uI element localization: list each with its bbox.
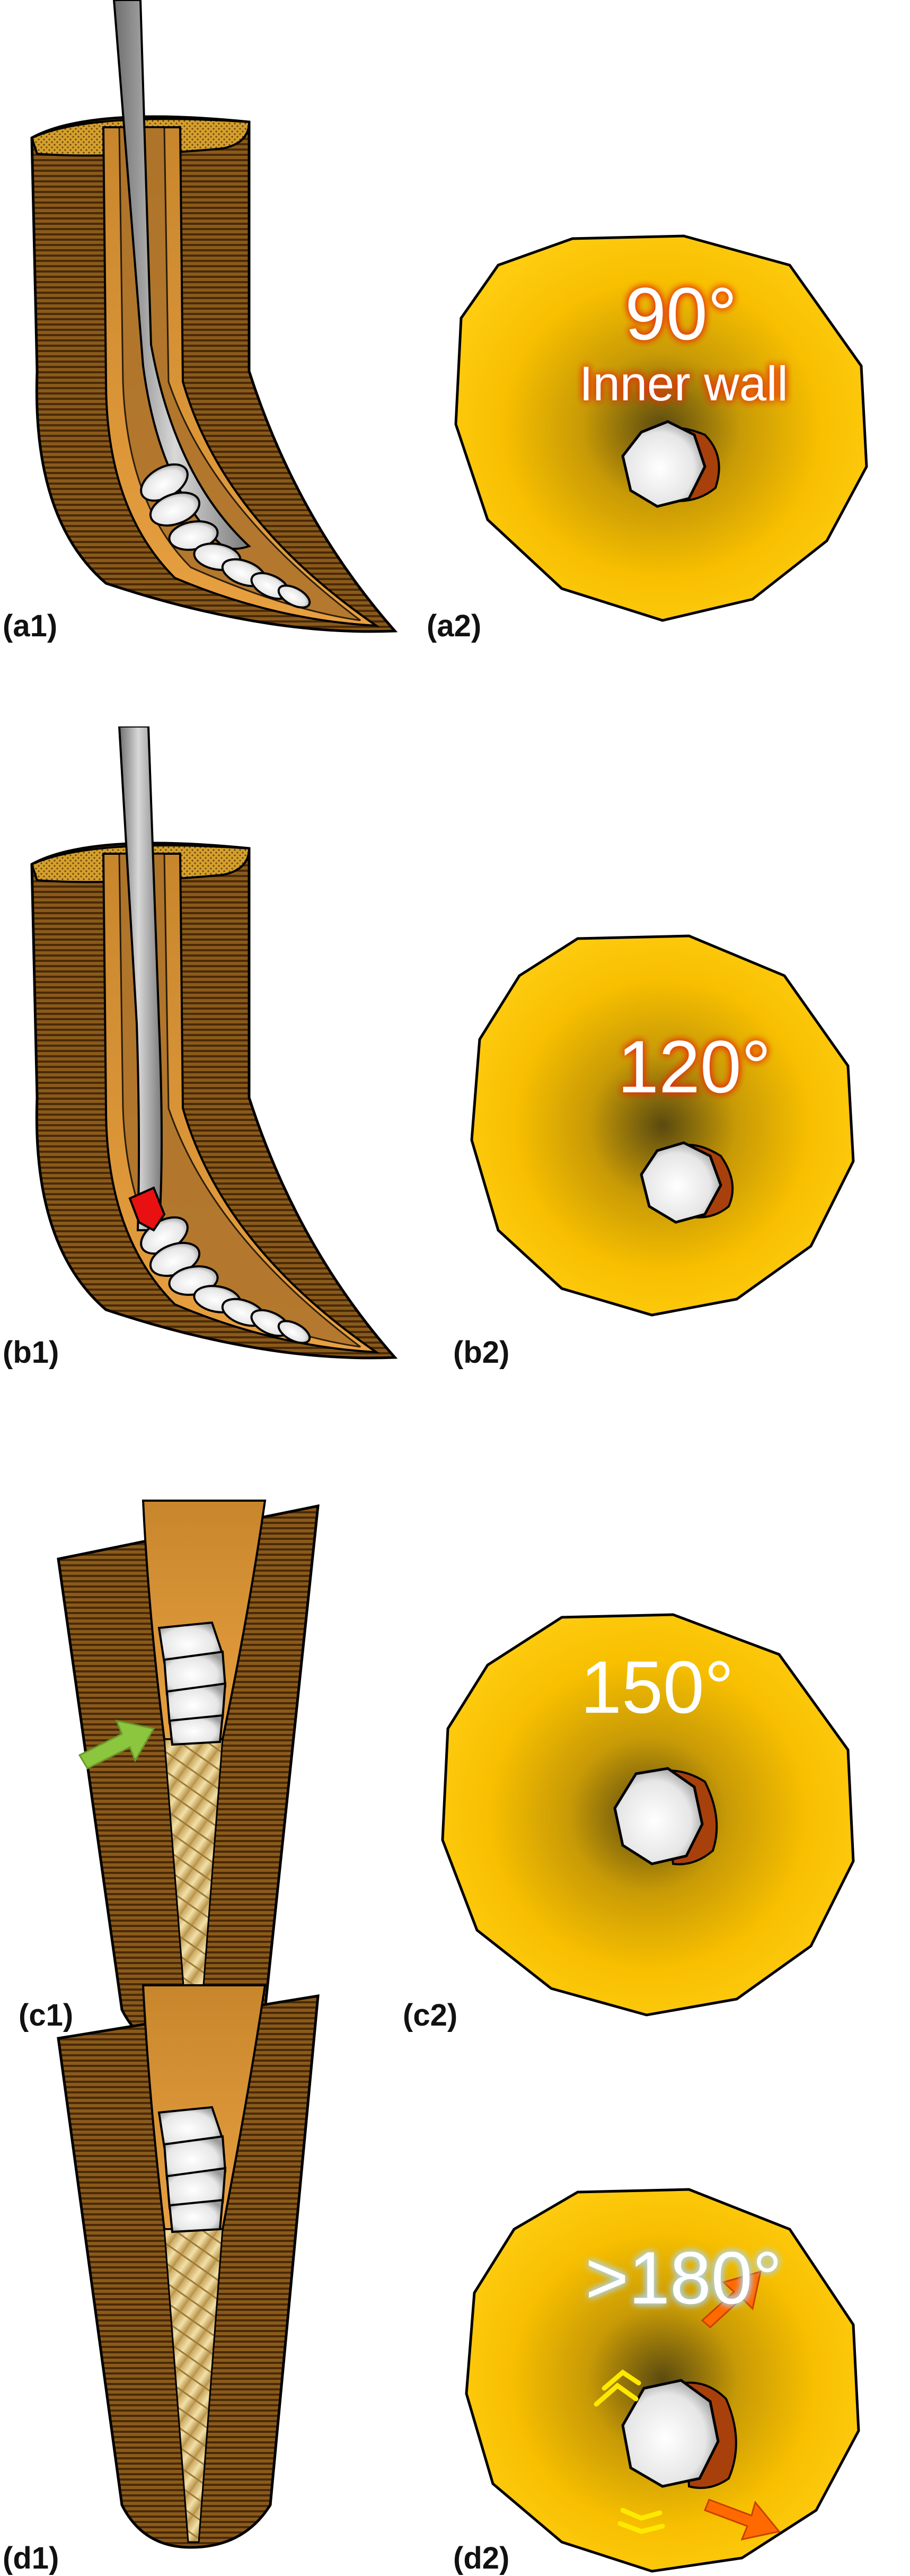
file-instrument-a (112, 0, 251, 550)
separated-fragment-b (140, 1216, 311, 1344)
canal-cone-view-a (454, 234, 868, 622)
panel-label-left: (d1) (3, 2541, 59, 2575)
fragment-cross-section (613, 1767, 704, 1865)
separated-fragment-d (157, 2106, 227, 2233)
separated-fragment-c (157, 1621, 227, 1746)
panel-label-right: (a2) (427, 609, 481, 643)
panel-a: (a1) (a2) 90° Inner wall (0, 0, 910, 644)
canal-cone-view-d (465, 2188, 860, 2573)
separated-fragment-a (140, 463, 311, 609)
angle-label: >180° (585, 2236, 782, 2319)
red-contact-marker (128, 1186, 166, 1232)
panel-b: (b1) (b2) 120° (0, 726, 910, 1370)
fragment-cross-section (621, 2379, 720, 2488)
straight-root-section-d (57, 1984, 320, 2549)
angle-label: 150° (580, 1645, 734, 1729)
panel-d: (d1) (d2) >180° (0, 1932, 910, 2576)
fragment-cross-section (621, 420, 706, 508)
panel-label-right: (b2) (453, 1335, 509, 1370)
panel-label-left: (a1) (3, 609, 57, 643)
panel-a-figure: (a1) (a2) 90° Inner wall (3, 0, 868, 643)
panel-c-figure: (c1) (c2) 150° (19, 1500, 855, 2054)
angle-label: 90° (625, 272, 737, 355)
panel-d-figure: (d1) (d2) >180° (3, 1984, 860, 2575)
canal-cone-view-c (441, 1613, 855, 2017)
panel-label-left: (c1) (19, 1998, 73, 2032)
panel-label-right: (d2) (453, 2541, 509, 2575)
panel-b-figure: (b1) (b2) 120° (3, 726, 855, 1370)
canal-cone-view-b (470, 934, 855, 1317)
orange-force-arrows (701, 2270, 781, 2541)
fragment-cross-section (640, 1141, 722, 1224)
panel-label-right: (c2) (403, 1998, 457, 2032)
green-push-arrow (78, 1719, 155, 1769)
panel-label-left: (b1) (3, 1335, 59, 1370)
panel-c: (c1) (c2) 150° (0, 1479, 910, 2123)
angle-label: 120° (617, 1025, 771, 1108)
inner-wall-label: Inner wall (579, 357, 788, 411)
yellow-vibration-marks (594, 2369, 665, 2534)
